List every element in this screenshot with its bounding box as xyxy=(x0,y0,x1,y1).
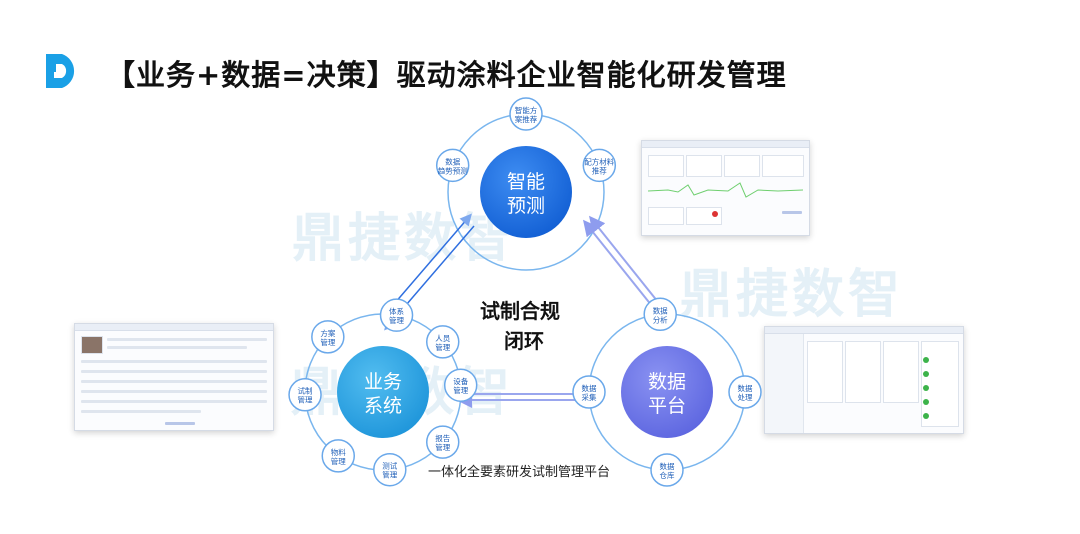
business-node-6-line1: 试制 xyxy=(298,386,313,396)
business-node-2-line1: 设备 xyxy=(453,376,468,386)
brand-logo-icon xyxy=(46,54,75,88)
data-node-2-line1: 数据 xyxy=(660,461,675,471)
data-node-3-line2: 采集 xyxy=(582,392,597,402)
data-node-3-line1: 数据 xyxy=(582,383,597,393)
hub-data-line1: 数据 xyxy=(648,371,686,393)
thumbnail-smart-dashboard xyxy=(641,140,810,236)
smart-node-1-line1: 数据 xyxy=(445,156,460,166)
data-node-1-line1: 数据 xyxy=(738,383,753,393)
hub-business-system: 业务 系统 xyxy=(337,346,429,438)
smart-node-0-line2: 案推荐 xyxy=(515,114,538,124)
data-node-0-line2: 分析 xyxy=(653,314,668,324)
business-node-1-line1: 人员 xyxy=(435,334,450,343)
data-node-0-line1: 数据 xyxy=(653,305,668,315)
thumbnail-business-system xyxy=(74,323,274,431)
business-node-2-line2: 管理 xyxy=(453,385,468,395)
business-node-4-line1: 测试 xyxy=(382,461,397,471)
data-node-1-line2: 处理 xyxy=(738,392,753,402)
hub-business-line2: 系统 xyxy=(364,395,402,417)
business-node-4-line2: 管理 xyxy=(382,470,397,480)
business-node-7-line2: 管理 xyxy=(320,337,335,347)
hub-data-line2: 平台 xyxy=(648,395,686,417)
platform-caption: 一体化全要素研发试制管理平台 xyxy=(428,465,611,480)
business-node-7-line1: 方案 xyxy=(320,328,335,338)
center-label-line2: 闭环 xyxy=(504,329,544,353)
center-label-line1: 试制合规 xyxy=(480,299,560,323)
smart-node-2-line2: 推荐 xyxy=(592,165,607,175)
business-node-5-line1: 物料 xyxy=(331,447,346,457)
business-node-6: 试制管理 xyxy=(288,377,322,412)
hub-smart-line1: 智能 xyxy=(507,171,545,193)
arrow-data-business xyxy=(456,386,588,408)
smart-node-1-line2: 趋势预测 xyxy=(438,165,468,175)
page-title: 【业务+数据=决策】驱动涂料企业智能化研发管理 xyxy=(106,58,787,92)
arrow-data-smart xyxy=(583,215,667,317)
business-node-0-line1: 体系 xyxy=(389,306,404,316)
watermark-text-1: 鼎捷数智 xyxy=(292,209,517,269)
center-closed-loop-label: 试制合规 闭环 xyxy=(480,296,600,356)
hub-smart-line2: 预测 xyxy=(507,195,545,217)
business-node-5-line2: 管理 xyxy=(331,456,346,466)
hub-business-line1: 业务 xyxy=(364,371,402,393)
watermark-text-2: 鼎捷数智 xyxy=(680,265,905,325)
data-node-2-line2: 仓库 xyxy=(660,470,675,480)
business-node-6-line2: 管理 xyxy=(298,395,313,405)
smart-node-0-line1: 智能方 xyxy=(515,105,538,115)
business-node-3-line2: 管理 xyxy=(435,442,450,452)
business-node-3-line1: 报告 xyxy=(435,433,450,443)
business-node-1-line2: 管理 xyxy=(435,342,450,352)
thumbnail-data-platform xyxy=(764,326,964,434)
hub-data-platform: 数据 平台 xyxy=(621,346,713,438)
smart-node-2-line1: 配方材料 xyxy=(584,156,614,166)
business-node-0-line2: 管理 xyxy=(389,315,404,325)
hub-smart-prediction: 智能 预测 xyxy=(480,146,572,238)
